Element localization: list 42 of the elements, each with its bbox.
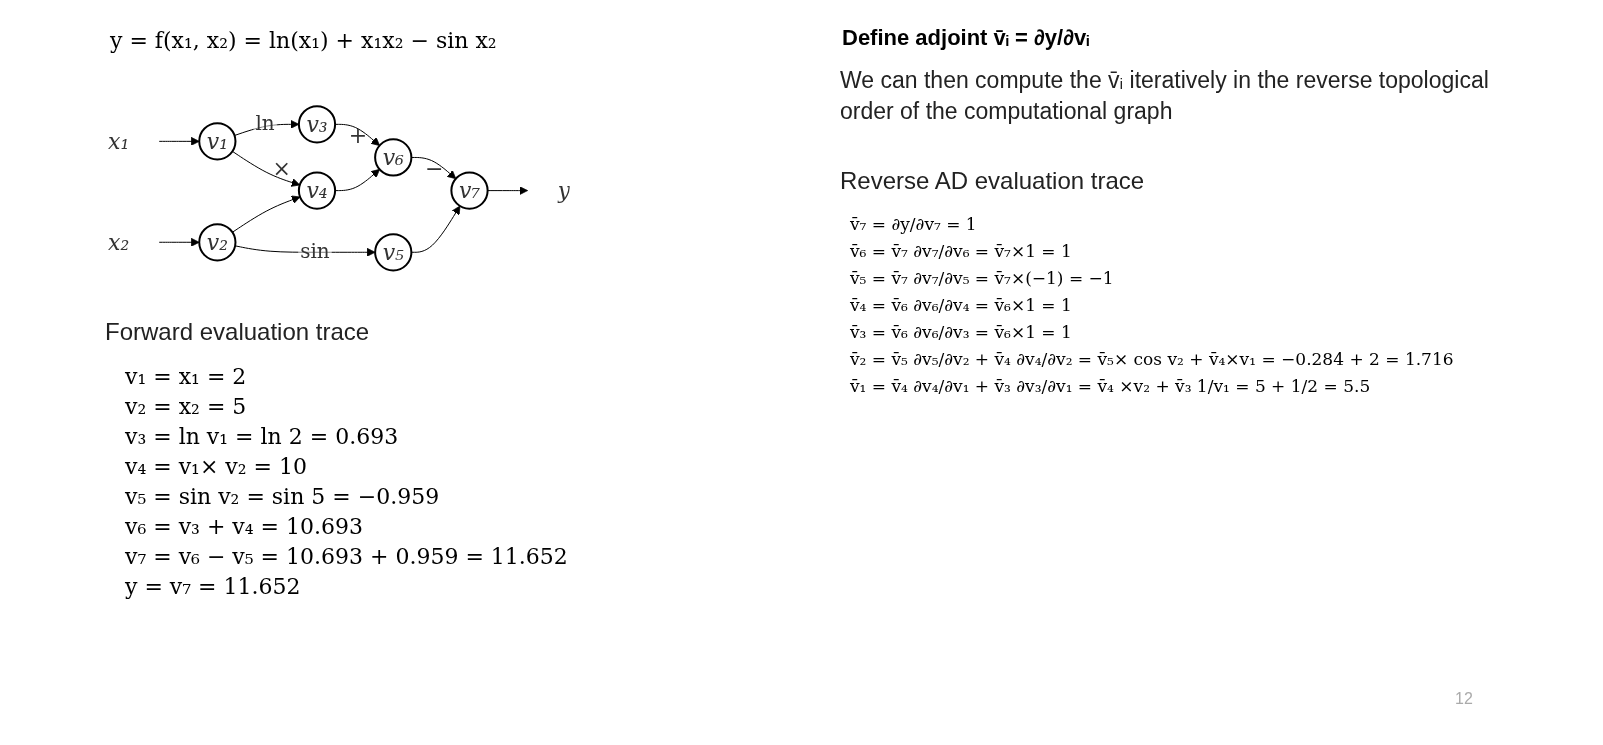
node-circle: v₁: [198, 122, 237, 161]
node-circle: v₄: [297, 171, 337, 210]
node-circle: v₆: [374, 138, 413, 177]
node-circle: v₅: [374, 233, 413, 272]
node-circle: v₇: [450, 171, 489, 210]
equation: v₇ = v₆ − v₅ = 10.693 + 0.959 = 11.652: [125, 543, 568, 571]
operator-label: +: [348, 123, 368, 149]
definition-text: Define adjoint v̄ᵢ = ∂y/∂vᵢ: [842, 25, 1091, 51]
equation: v₃ = ln v₁ = ln 2 = 0.693: [125, 423, 400, 451]
section-heading: Forward evaluation trace: [105, 318, 371, 346]
section-heading: Reverse AD evaluation trace: [840, 167, 1146, 195]
page-number: 12: [1455, 690, 1473, 708]
equation: v₄ = v₁× v₂ = 10: [125, 453, 308, 481]
equation: v̄₆ = v̄₇ ∂v₇/∂v₆ = v̄₇×1 = 1: [850, 240, 1073, 263]
equation: v̄₂ = v̄₅ ∂v₅/∂v₂ + v̄₄ ∂v₄/∂v₂ = v̄₅× cos v₂ + v̄₄×v₁ = −0.284 + 2 = 1.716: [850, 348, 1455, 371]
edge-label: ln: [255, 111, 275, 136]
equation: v̄₇ = ∂y/∂v₇ = 1: [850, 213, 978, 236]
arrow: [231, 195, 301, 233]
equation: v̄₄ = v̄₆ ∂v₆/∂v₄ = v̄₆×1 = 1: [850, 294, 1073, 317]
equation: v̄₃ = v̄₆ ∂v₆/∂v₃ = v̄₆×1 = 1: [850, 321, 1073, 344]
arrow: [158, 237, 200, 247]
node-circle: v₃: [297, 105, 337, 144]
operator-label: −: [424, 156, 444, 182]
equation: v₅ = sin v₂ = sin 5 = −0.959: [125, 483, 441, 511]
node-circle: v₂: [198, 223, 237, 262]
equation: v̄₁ = v̄₄ ∂v₄/∂v₁ + v̄₃ ∂v₃/∂v₁ = v̄₄ ×v₂ + v̄₃ 1/v₁ = 5 + 1/2 = 5.5: [850, 375, 1372, 398]
operator-label: ×: [272, 156, 291, 182]
node-text: x₁: [108, 128, 130, 154]
function-formula: y = f(x₁, x₂) = ln(x₁) + x₁x₂ − sin x₂: [110, 28, 497, 53]
equation: v₂ = x₂ = 5: [125, 393, 248, 421]
arrow: [158, 136, 200, 146]
equation: v₆ = v₃ + v₄ = 10.693: [125, 513, 364, 541]
equation: y = v₇ = 11.652: [125, 573, 302, 601]
arrow: [234, 119, 300, 136]
paragraph: We can then compute the v̄ᵢ iteratively in the reverse topological order of the computational graph: [840, 66, 1490, 126]
node-text: y: [557, 178, 571, 204]
equation: v̄₅ = v̄₇ ∂v₇/∂v₅ = v̄₇×(−1) = −1: [850, 267, 1115, 290]
arrow: [487, 186, 529, 195]
equation: v₁ = x₁ = 2: [125, 363, 248, 391]
arrow: [231, 150, 301, 187]
edge-label: sin: [300, 239, 330, 264]
node-text: x₂: [108, 229, 130, 255]
